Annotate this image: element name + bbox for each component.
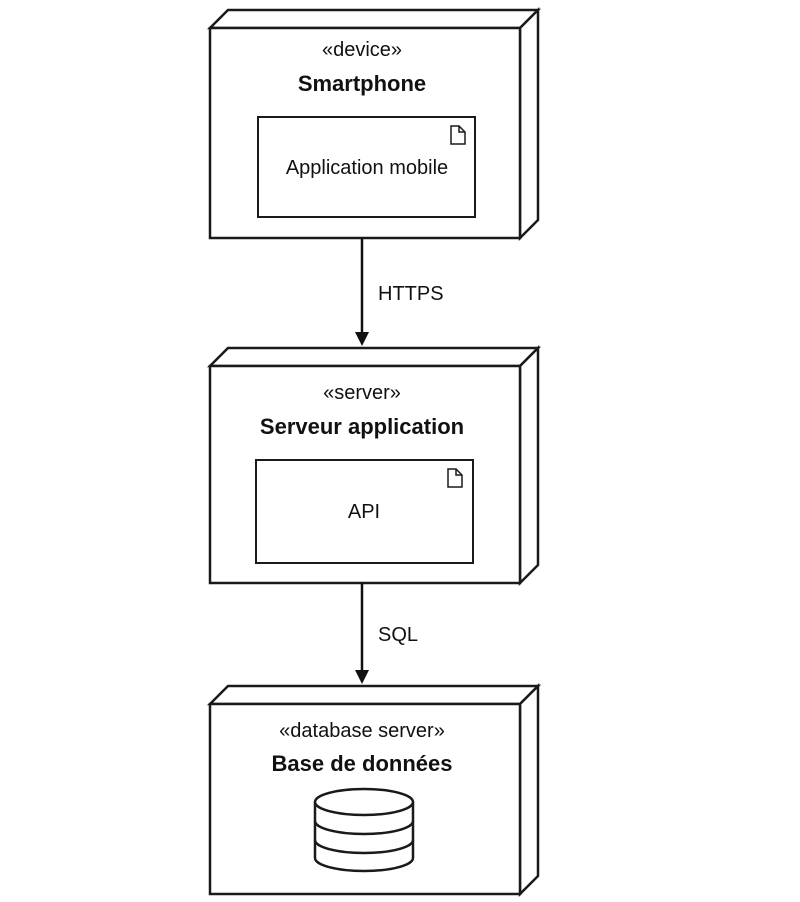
artifact-box xyxy=(257,116,476,218)
artifact-application-mobile: Application mobile xyxy=(257,116,476,218)
arrowhead-icon xyxy=(355,670,369,684)
node-stereotype: «device» xyxy=(322,39,402,61)
artifact-api: API xyxy=(255,459,474,564)
connection-sql: SQL xyxy=(355,583,418,684)
node-app-server: «server» Serveur application API xyxy=(206,344,542,587)
node-title: Serveur application xyxy=(260,414,464,439)
connection-https: HTTPS xyxy=(355,238,444,346)
arrowhead-icon xyxy=(355,332,369,346)
node-top-face xyxy=(206,684,542,706)
node-side-face xyxy=(518,682,540,898)
node-top-face xyxy=(206,346,542,368)
document-icon xyxy=(447,468,463,488)
connection-label: HTTPS xyxy=(378,283,444,305)
artifact-label: API xyxy=(348,501,380,523)
document-icon xyxy=(450,125,466,145)
node-top-face xyxy=(206,8,542,30)
node-side-face xyxy=(518,344,540,587)
node-title: Smartphone xyxy=(298,71,426,96)
artifact-label: Application mobile xyxy=(286,157,448,179)
node-stereotype: «server» xyxy=(323,382,401,404)
node-side-face xyxy=(518,6,540,242)
connection-label: SQL xyxy=(378,624,418,646)
artifact-box xyxy=(255,459,474,564)
node-title: Base de données xyxy=(272,751,453,776)
node-stereotype: «database server» xyxy=(279,720,445,742)
node-database: «database server» Base de données xyxy=(206,682,542,898)
node-smartphone: «device» Smartphone Application mobile xyxy=(206,6,542,242)
database-cylinder-icon xyxy=(313,787,415,873)
